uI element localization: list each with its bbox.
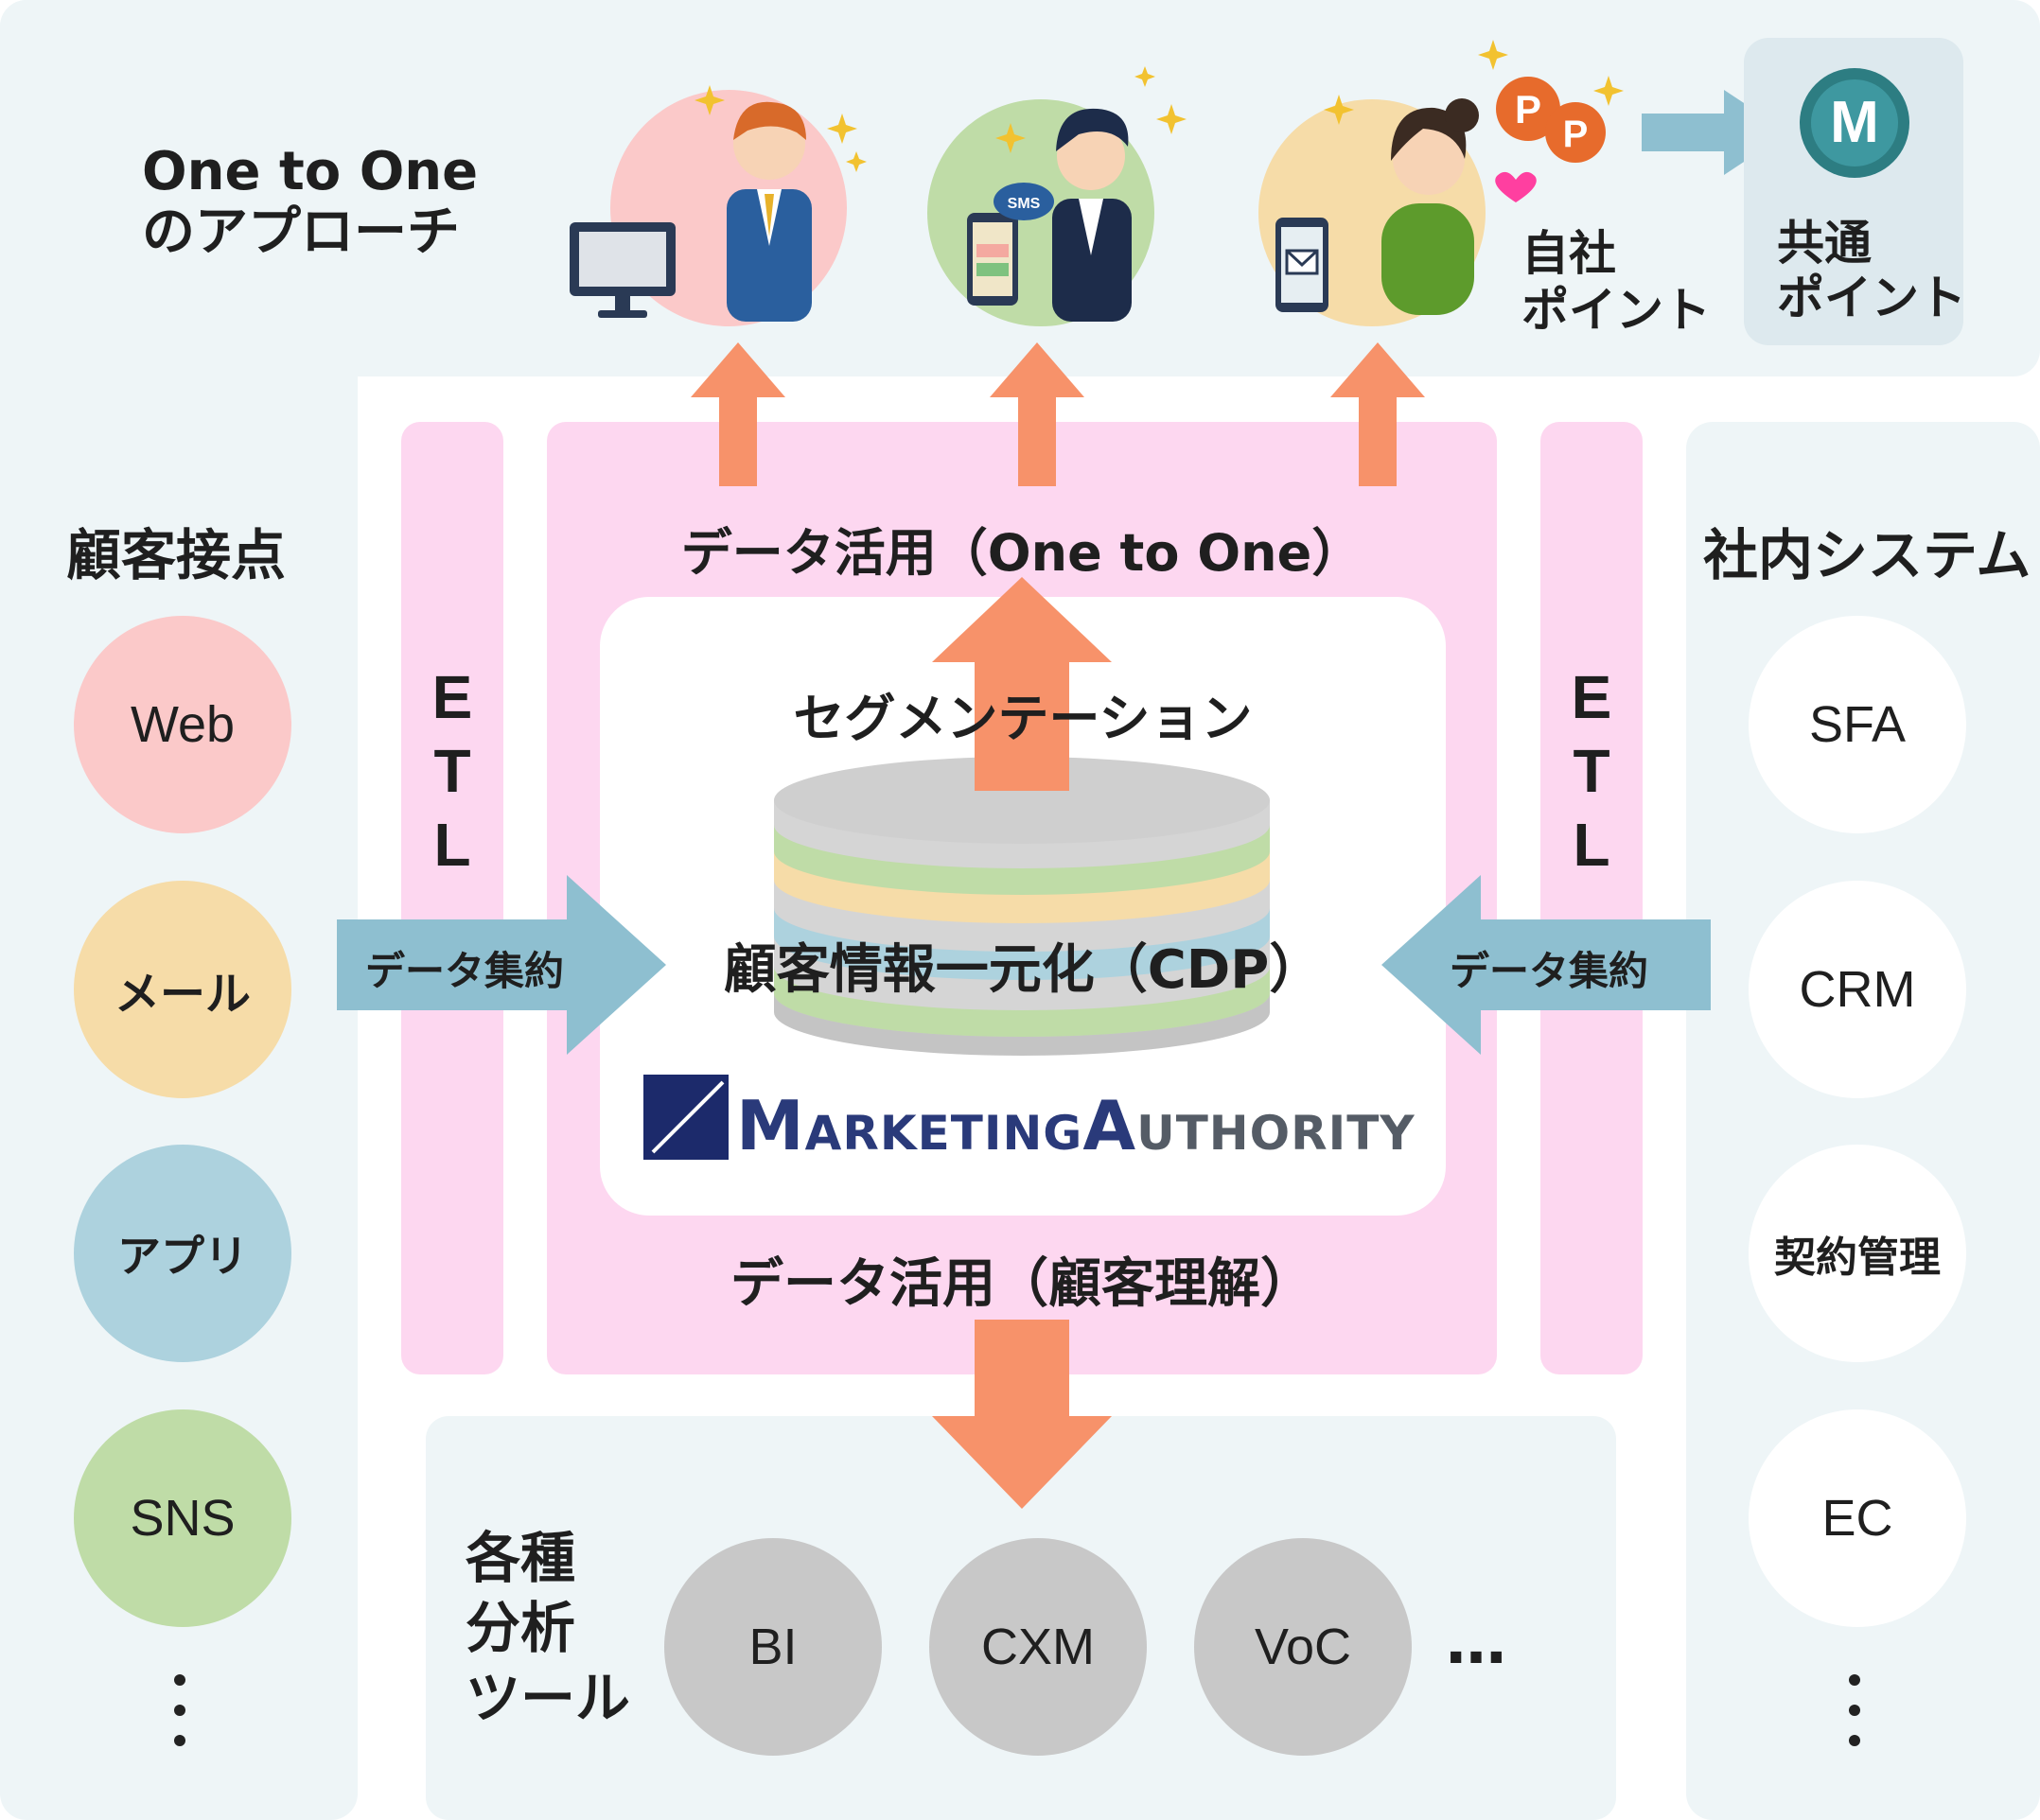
system-ec: EC (1749, 1409, 1966, 1627)
analysis-title-line3: ツール (466, 1666, 631, 1730)
marketing-authority-logo-icon (643, 1075, 729, 1160)
system-crm: CRM (1749, 881, 1966, 1098)
logo-uthority: UTHORITY (1136, 1106, 1416, 1161)
tool-bi: BI (664, 1538, 882, 1756)
systems-more-icon (1849, 1674, 1860, 1765)
touchpoint-web: Web (74, 616, 291, 833)
point-badge-1: P (1515, 87, 1541, 131)
tool-cxm: CXM (929, 1538, 1147, 1756)
cdp-label: 顧客情報一元化（CDP） (723, 939, 1323, 1001)
arrow-up-icon-3 (1330, 342, 1425, 486)
sms-persona-icon: SMS (927, 66, 1187, 326)
aggregation-arrow-left-icon (337, 875, 666, 1055)
segmentation-arrow-icon (932, 577, 1112, 791)
touchpoint-mail: メール (74, 881, 291, 1098)
system-sfa: SFA (1749, 616, 1966, 833)
common-points-line2: ポイント (1777, 271, 1966, 325)
etl-left-t: T (433, 737, 471, 805)
logo-m: M (736, 1086, 805, 1165)
common-point-badge-icon: M (1800, 68, 1909, 178)
common-points-label: 共通 ポイント (1777, 216, 1966, 325)
touchpoints-more-icon (174, 1674, 185, 1765)
aggregation-right-label: データ集約 (1450, 948, 1649, 994)
etl-column-right (1540, 422, 1643, 1374)
marketing-authority-logo-text: MARKETINGAUTHORITY (736, 1086, 1416, 1165)
approach-title-line1: One to One (142, 141, 479, 202)
arrow-up-icon-2 (990, 342, 1084, 486)
own-points-line2: ポイント (1521, 283, 1711, 338)
analysis-title-line1: 各種 (466, 1526, 576, 1590)
arrow-down-icon (932, 1320, 1112, 1509)
tools-more-indicator: … (1446, 1608, 1510, 1678)
aggregation-left-label: データ集約 (365, 948, 565, 994)
segmentation-label: セグメンテーション (793, 689, 1253, 748)
logo-arketing: ARKETING (804, 1106, 1083, 1161)
database-stack-icon (774, 757, 1270, 1056)
etl-left-l: L (433, 811, 471, 879)
sms-badge: SMS (1008, 196, 1041, 212)
mail-persona-icon: P P (1258, 40, 1624, 326)
etl-column-left (401, 422, 503, 1374)
analysis-title-line2: 分析 (466, 1596, 576, 1660)
point-badge-2: P (1563, 114, 1589, 155)
logo-a: A (1082, 1086, 1137, 1165)
common-points-line1: 共通 (1777, 216, 1872, 271)
approach-title: One to One のアプローチ (142, 142, 478, 263)
data-use-understanding-label: データ活用（顧客理解） (730, 1253, 1313, 1315)
data-use-one-to-one-label: データ活用（One to One） (680, 523, 1363, 583)
etl-right-e: E (1571, 663, 1612, 731)
etl-left-e: E (431, 663, 473, 731)
approach-title-line2: のアプローチ (142, 201, 460, 263)
common-badge-letter: M (1830, 90, 1879, 155)
analysis-tools-title: 各種 分析 ツール (466, 1523, 630, 1733)
etl-right-t: T (1573, 737, 1610, 805)
own-points-line1: 自社 (1521, 226, 1616, 281)
etl-right-l: L (1573, 811, 1610, 879)
touchpoint-sns: SNS (74, 1409, 291, 1627)
internal-systems-title: 社内システム (1703, 523, 2031, 587)
system-contract-management: 契約管理 (1749, 1145, 1966, 1362)
aggregation-arrow-right-icon (1381, 875, 1711, 1055)
tool-voc: VoC (1194, 1538, 1412, 1756)
own-points-label: 自社 ポイント (1521, 225, 1711, 339)
touchpoints-title: 顧客接点 (66, 523, 287, 587)
pc-persona-icon (570, 85, 867, 326)
touchpoint-app: アプリ (74, 1145, 291, 1362)
arrow-up-icon-1 (691, 342, 785, 486)
